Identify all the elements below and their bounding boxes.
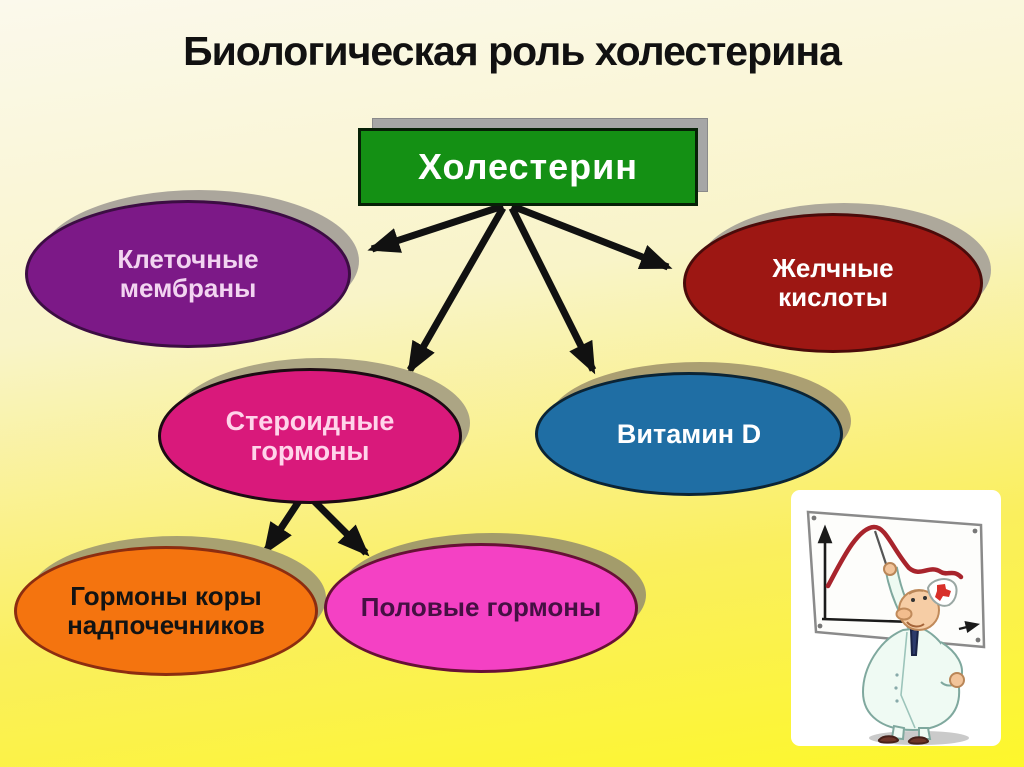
doctor-cartoon xyxy=(791,490,1001,746)
arrow-root-to-bile xyxy=(510,202,673,271)
node-adrenal-cortex-hormones: Гормоны коры надпочечников xyxy=(14,536,326,676)
node-bile-acids: Желчные кислоты xyxy=(683,203,991,353)
doctor-cartoon-drawing xyxy=(806,510,986,745)
page-title: Биологическая роль холестерина xyxy=(183,28,842,74)
arrow-root-to-steroid xyxy=(406,206,507,375)
node-vitamin-d: Витамин D xyxy=(535,362,851,496)
node-adrenal-cortex-hormones-label: Гормоны коры надпочечников xyxy=(67,580,265,640)
doctor-figure xyxy=(861,530,965,745)
node-cholesterol: Холестерин xyxy=(358,118,708,206)
node-sex-hormones-label: Половые гормоны xyxy=(360,592,602,623)
node-cholesterol-label: Холестерин xyxy=(417,146,639,187)
medical-cap xyxy=(926,578,958,607)
node-sex-hormones: Половые гормоны xyxy=(324,533,646,673)
node-steroid-hormones-label: Стероидные гормоны xyxy=(225,405,395,466)
arrow-root-to-vitamin-d xyxy=(508,206,597,375)
arrow-root-to-membranes xyxy=(367,202,505,253)
falling-curve xyxy=(825,524,964,589)
trend-arrow xyxy=(958,620,980,634)
node-vitamin-d-label: Витамин D xyxy=(616,418,762,449)
node-bile-acids-label: Желчные кислоты xyxy=(772,252,894,312)
node-steroid-hormones: Стероидные гормоны xyxy=(158,358,470,504)
node-cell-membranes: Клеточные мембраны xyxy=(25,190,359,348)
red-cross xyxy=(935,584,951,601)
nose xyxy=(895,607,913,621)
node-cell-membranes-label: Клеточные мембраны xyxy=(117,243,259,303)
